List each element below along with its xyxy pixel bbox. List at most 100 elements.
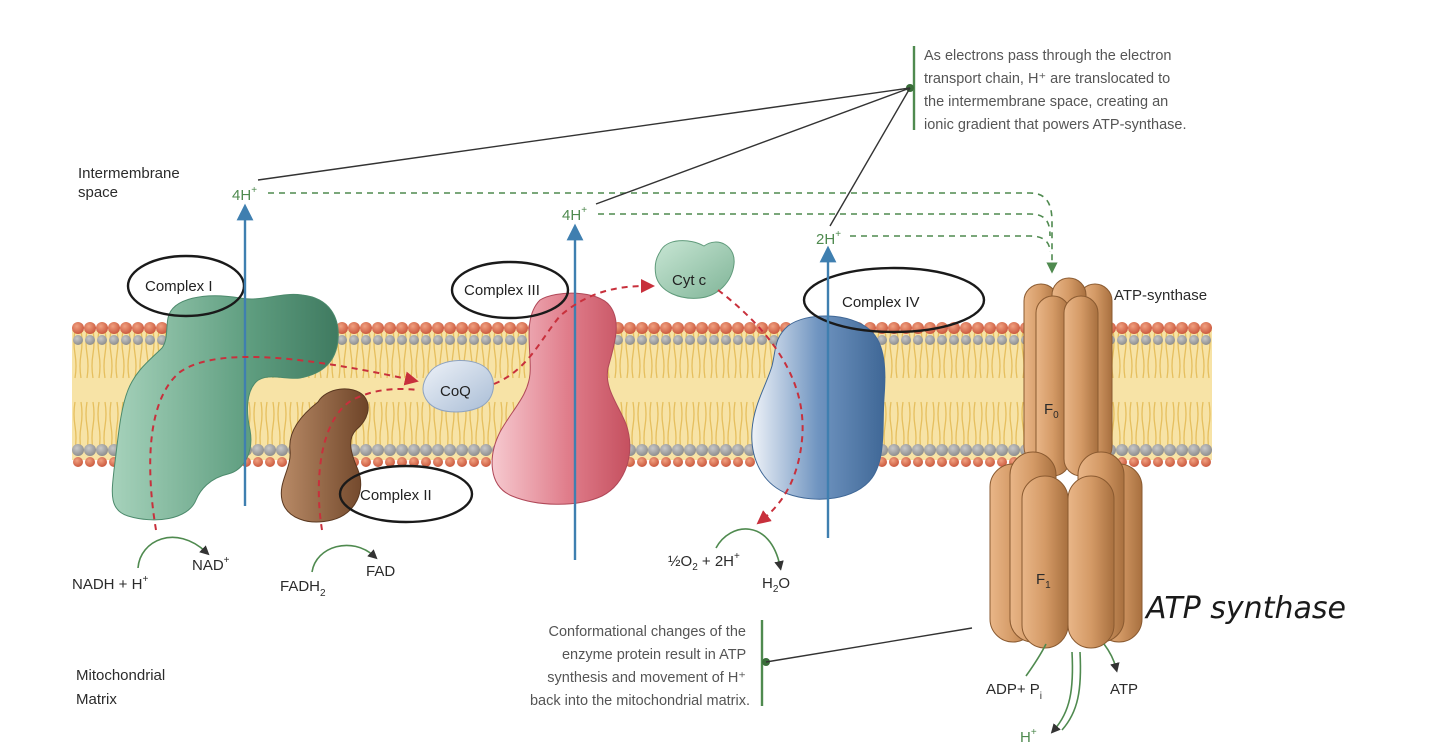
phospholipid-head — [925, 457, 935, 467]
phospholipid-head — [972, 322, 984, 334]
fadh2-label: FADH2 — [280, 578, 326, 599]
phospholipid-head — [1140, 322, 1152, 334]
complex-4-label: Complex IV — [842, 294, 920, 311]
phospholipid-head — [145, 335, 155, 345]
cyt-c-label: Cyt c — [672, 272, 707, 289]
phospholipid-head — [672, 444, 684, 456]
phospholipid-head — [517, 335, 527, 345]
phospholipid-head — [276, 444, 288, 456]
bottom-note-leader — [765, 627, 973, 663]
phospholipid-head — [408, 322, 420, 334]
phospholipid-head — [433, 335, 443, 345]
phospholipid-head — [444, 444, 456, 456]
coq-protein — [422, 359, 494, 413]
nadh-reaction-arrow — [137, 536, 210, 569]
complex-4-circle — [802, 266, 986, 334]
phospholipid-head — [445, 457, 455, 467]
phospholipid-head — [648, 444, 660, 456]
phospholipid-head — [625, 335, 635, 345]
phospholipid-head — [1165, 335, 1175, 345]
phospholipid-head — [97, 335, 107, 345]
phospholipid-head — [685, 457, 695, 467]
phospholipid-head — [709, 457, 719, 467]
phospholipid-head — [913, 335, 923, 345]
phospholipid-head — [1176, 322, 1188, 334]
phospholipid-head — [468, 322, 480, 334]
phospholipid-head — [720, 322, 732, 334]
complex-1-protein — [111, 293, 339, 521]
phospholipid-head — [684, 322, 696, 334]
phospholipid-head — [1128, 444, 1140, 456]
fad-label: FAD — [366, 563, 395, 580]
phospholipid-head — [900, 444, 912, 456]
proton-label-1: 4H+ — [232, 185, 257, 204]
phospholipid-head — [1189, 457, 1199, 467]
adp-label: ADP+ Pi — [986, 681, 1042, 702]
atp-synthase-protein — [989, 277, 1143, 649]
phospholipid-head — [649, 457, 659, 467]
nad-label: NAD+ — [192, 555, 230, 574]
phospholipid-head — [757, 335, 767, 345]
phospholipid-head — [337, 335, 347, 345]
phospholipid-head — [349, 335, 359, 345]
phospholipid-head — [432, 444, 444, 456]
phospholipid-head — [493, 335, 503, 345]
phospholipid-head — [469, 335, 479, 345]
nadh-label: NADH + H+ — [72, 574, 148, 593]
complex-1-label: Complex I — [145, 278, 213, 295]
phospholipid-head — [1201, 457, 1211, 467]
phospholipid-head — [696, 322, 708, 334]
phospholipid-head — [889, 335, 899, 345]
phospholipid-head — [348, 322, 360, 334]
phospholipid-head — [1189, 335, 1199, 345]
phospholipid-head — [360, 444, 372, 456]
phospholipid-head — [997, 457, 1007, 467]
phospholipid-head — [961, 335, 971, 345]
phospholipid-head — [937, 457, 947, 467]
phospholipid-head — [409, 457, 419, 467]
phospholipid-head — [120, 322, 132, 334]
phospholipid-head — [373, 457, 383, 467]
phospholipid-head — [660, 444, 672, 456]
phospholipid-head — [481, 457, 491, 467]
phospholipid-head — [685, 335, 695, 345]
phospholipid-head — [156, 322, 168, 334]
phospholipid-head — [121, 335, 131, 345]
electron-path-1 — [149, 355, 419, 531]
phospholipid-head — [708, 444, 720, 456]
phospholipid-head — [456, 322, 468, 334]
phospholipid-head — [480, 444, 492, 456]
phospholipid-head — [925, 335, 935, 345]
phospholipid-head — [133, 335, 143, 345]
phospholipid-head — [673, 457, 683, 467]
phospholipid-head — [397, 457, 407, 467]
phospholipid-head — [984, 322, 996, 334]
phospholipid-head — [1152, 444, 1164, 456]
phospholipid-head — [996, 322, 1008, 334]
phospholipid-head — [673, 335, 683, 345]
phospholipid-head — [756, 322, 768, 334]
phospholipid-head — [1008, 444, 1020, 456]
phospholipid-head — [1129, 335, 1139, 345]
phospholipid-head — [1008, 322, 1020, 334]
phospholipid-head — [108, 322, 120, 334]
phospholipid-head — [901, 457, 911, 467]
phospholipid-head — [636, 322, 648, 334]
phospholipid-head — [733, 457, 743, 467]
phospholipid-head — [684, 444, 696, 456]
oxygen-label: ½O2 + 2H+ — [668, 551, 740, 573]
phospholipid-head — [937, 335, 947, 345]
phospholipid-head — [360, 322, 372, 334]
phospholipid-head — [637, 457, 647, 467]
phospholipid-head — [85, 457, 95, 467]
phospholipid-head — [384, 444, 396, 456]
proton-flow-3 — [850, 235, 1051, 253]
phospholipid-head — [745, 457, 755, 467]
phospholipid-head — [1201, 335, 1211, 345]
phospholipid-head — [1153, 457, 1163, 467]
phospholipid-head — [1188, 322, 1200, 334]
phospholipid-head — [1116, 444, 1128, 456]
phospholipid-head — [72, 322, 84, 334]
phospholipid-head — [109, 335, 119, 345]
phospholipid-head — [420, 322, 432, 334]
